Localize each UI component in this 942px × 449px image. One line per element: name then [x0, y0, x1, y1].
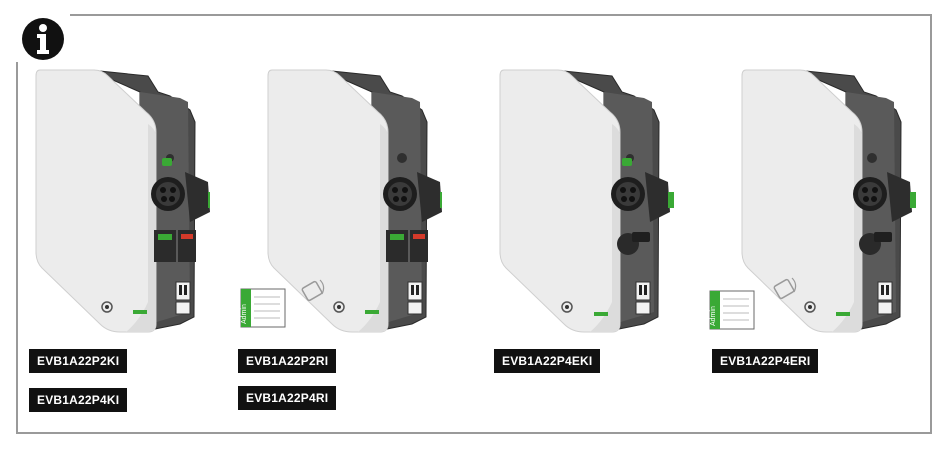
model-label: EVB1A22P2KI: [29, 349, 128, 373]
model-label: EVB1A22P4EKI: [494, 349, 601, 373]
model-label: EVB1A22P2RI: [238, 349, 337, 373]
wallbox-illustration-1: [35, 69, 210, 333]
info-badge: [8, 2, 70, 62]
model-label: EVB1A22P4ERI: [712, 349, 819, 373]
admin-card-text: Admin: [710, 306, 717, 326]
wallbox-illustration-3: [499, 69, 674, 333]
wallbox-illustration-2: [267, 69, 442, 333]
rfid-reader-icon: [773, 277, 797, 300]
info-icon: [22, 18, 64, 60]
rfid-reader-icon: [301, 279, 325, 302]
key-icon: [162, 158, 172, 166]
admin-rfid-card: Admin: [240, 288, 286, 328]
brand-logo: [133, 310, 147, 314]
wallbox-illustration-4: [741, 69, 916, 333]
figure-frame: [16, 14, 932, 434]
admin-rfid-card: Admin: [709, 290, 755, 330]
model-label: EVB1A22P4KI: [29, 388, 128, 412]
admin-card-text: Admin: [241, 304, 248, 324]
model-label: EVB1A22P4RI: [238, 386, 337, 410]
